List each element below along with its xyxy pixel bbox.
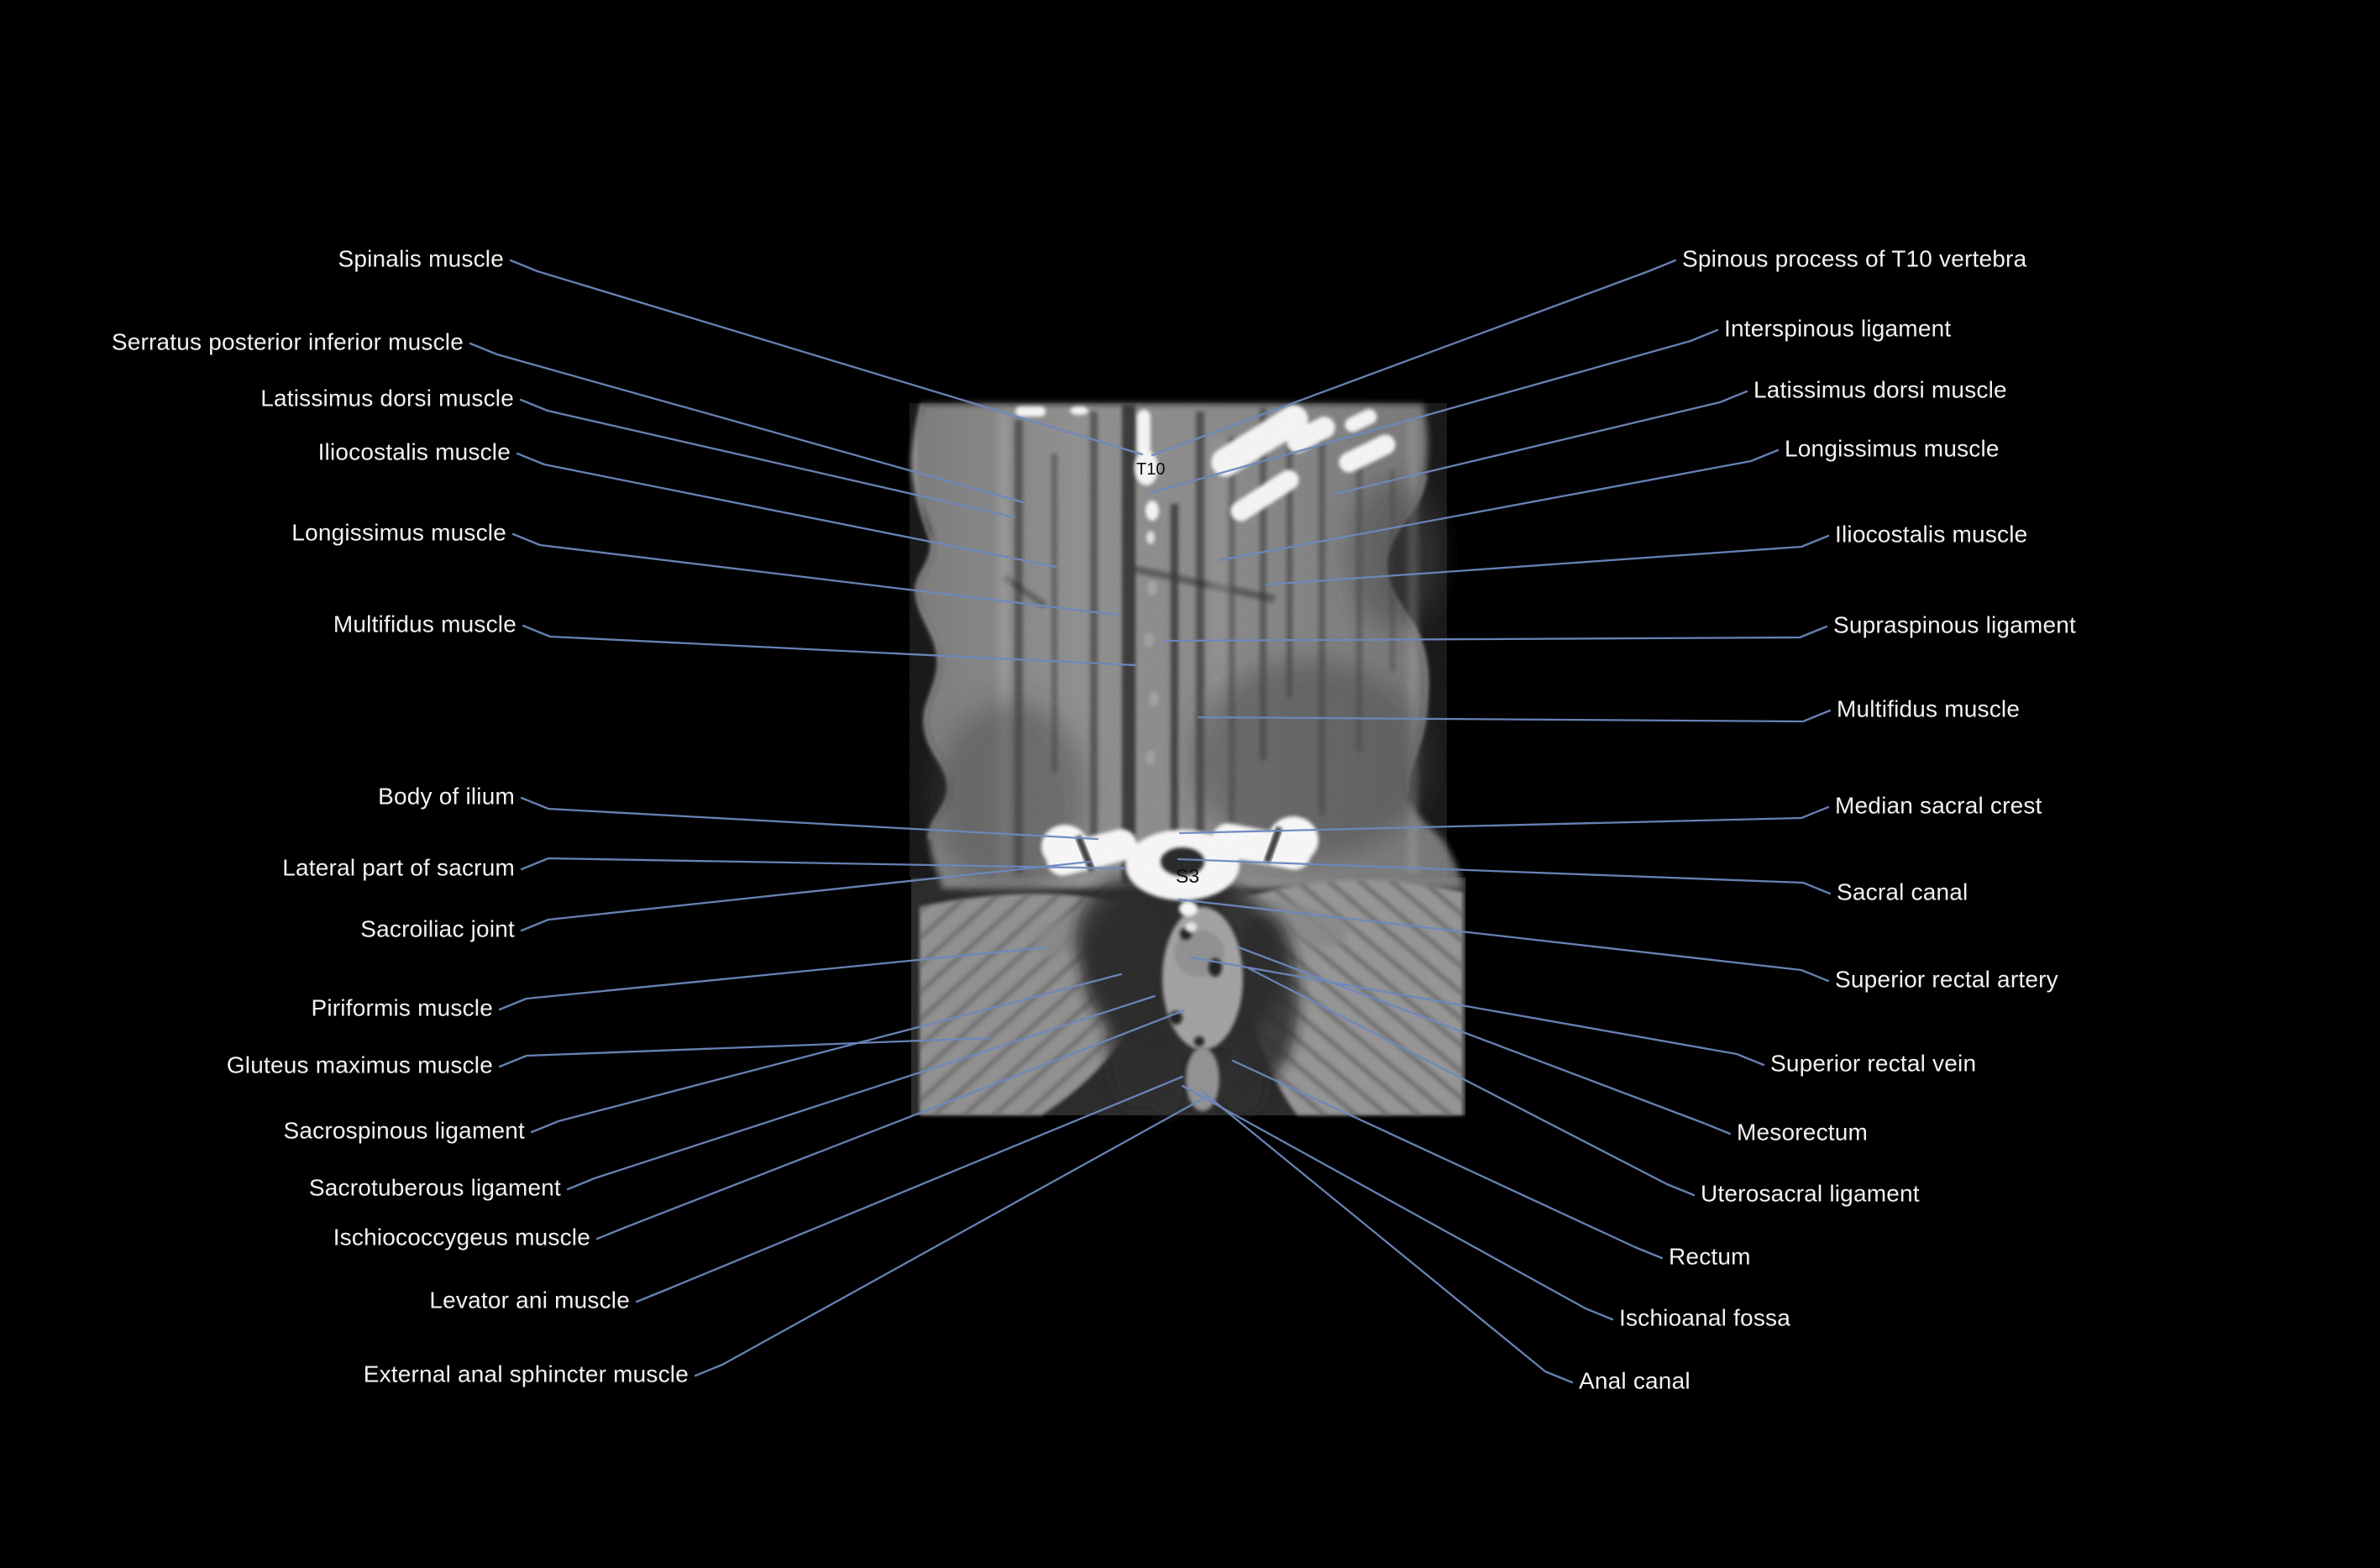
leader-line: [1218, 448, 1780, 562]
annotation-label: Uterosacral ligament: [1701, 1180, 1920, 1207]
leader-line: [1231, 1059, 1664, 1260]
annotation-label: Multifidus muscle: [1837, 695, 2021, 722]
leader-line: [1151, 259, 1677, 457]
annotation-label: Longissimus muscle: [291, 519, 506, 546]
leader-line: [511, 532, 1119, 616]
annotation-label: Ischiococcygeus muscle: [333, 1224, 590, 1251]
annotation-label: Iliocostalis muscle: [317, 438, 511, 465]
annotation-label: Supraspinous ligament: [1833, 611, 2077, 638]
annotation-label: Median sacral crest: [1835, 792, 2042, 819]
leader-line: [1197, 709, 1832, 723]
annotation-label: Multifidus muscle: [333, 611, 516, 637]
leader-lines-layer: [469, 259, 1832, 1384]
annotation-label: Superior rectal vein: [1770, 1050, 1977, 1077]
leader-line: [520, 857, 1125, 871]
annotation-label: Sacroiliac joint: [360, 915, 515, 942]
leader-line: [1163, 625, 1828, 642]
ct-scan-image: T10 S3: [910, 403, 1465, 1120]
leader-line: [509, 259, 1144, 456]
annotation-label: Sacrotuberous ligament: [308, 1174, 561, 1201]
leader-line: [1181, 1084, 1614, 1321]
leader-line: [1265, 534, 1830, 586]
leader-line: [1148, 328, 1719, 495]
leader-line: [1189, 956, 1765, 1067]
leader-line: [694, 1094, 1209, 1377]
leader-line: [1201, 1090, 1574, 1384]
annotation-label: Superior rectal artery: [1835, 966, 2058, 993]
leader-line: [1334, 390, 1748, 496]
annotation-label: External anal sphincter muscle: [363, 1361, 689, 1387]
annotation-label: Latissimus dorsi muscle: [260, 385, 514, 412]
annotation-label: Piriformis muscle: [311, 994, 493, 1021]
leader-line: [1177, 898, 1830, 983]
leader-line: [498, 1036, 991, 1068]
leader-line: [530, 973, 1123, 1134]
annotation-label: Spinous process of T10 vertebra: [1682, 245, 2027, 272]
leader-line: [1247, 967, 1696, 1197]
annotation-label: Lateral part of sacrum: [282, 854, 515, 881]
leader-line: [635, 1075, 1184, 1303]
ct-noise-lower: [911, 878, 1465, 1115]
annotation-label: Sacrospinous ligament: [283, 1117, 525, 1144]
leader-line: [520, 796, 1099, 841]
annotation-label: Spinalis muscle: [338, 245, 504, 272]
annotation-label: Rectum: [1669, 1243, 1751, 1270]
leader-line: [519, 398, 1016, 519]
annotation-label: Sacral canal: [1837, 878, 1968, 905]
leader-line: [520, 860, 1092, 932]
leader-line: [595, 1009, 1186, 1240]
leader-line: [1177, 857, 1832, 895]
leader-line: [522, 624, 1137, 667]
leader-line: [498, 946, 1047, 1011]
annotation-label: Gluteus maximus muscle: [226, 1051, 493, 1078]
ct-inline-label-t10: T10: [1136, 460, 1165, 479]
annotation-label: Body of ilium: [378, 783, 515, 810]
annotation-label: Anal canal: [1579, 1367, 1691, 1394]
annotation-label: Latissimus dorsi muscle: [1754, 376, 2007, 403]
ct-inline-label-s3: S3: [1176, 865, 1199, 887]
leader-line: [566, 994, 1156, 1191]
annotation-label: Levator ani muscle: [429, 1287, 630, 1314]
annotation-label: Mesorectum: [1737, 1119, 1869, 1146]
annotation-label: Ischioanal fossa: [1619, 1304, 1790, 1331]
annotation-label: Serratus posterior inferior muscle: [111, 328, 464, 355]
leader-line: [469, 342, 1025, 504]
annotation-label: Longissimus muscle: [1785, 435, 2000, 462]
annotation-label: Iliocostalis muscle: [1835, 521, 2028, 548]
leader-line: [1237, 946, 1732, 1135]
leader-line: [1178, 805, 1830, 835]
leader-line: [516, 452, 1058, 569]
annotation-label: Interspinous ligament: [1724, 315, 1952, 342]
